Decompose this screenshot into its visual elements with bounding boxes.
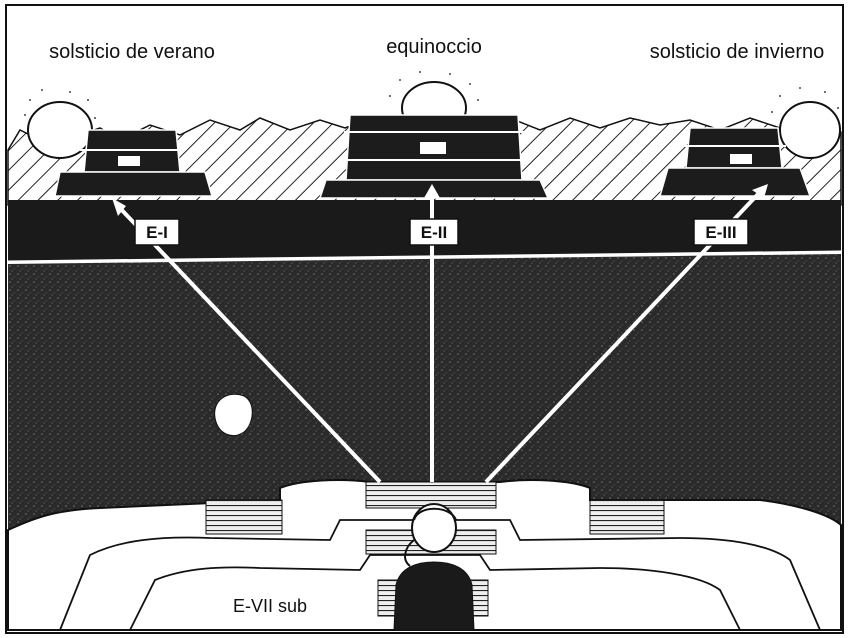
- equinox-label: equinoccio: [386, 36, 482, 58]
- winter-solstice-label: solsticio de invierno: [650, 41, 825, 63]
- label-e3: E-III: [705, 223, 736, 242]
- sun-icon: [779, 101, 841, 159]
- label-box-e2: E-II: [409, 218, 459, 246]
- pyramid-e1: [54, 129, 213, 197]
- sun-haze: [24, 71, 839, 119]
- rock: [214, 393, 253, 436]
- pyramid-e2: [318, 114, 550, 199]
- summer-solstice-label: solsticio de verano: [49, 41, 215, 63]
- label-box-e3: E-III: [693, 218, 749, 246]
- observer-figure: [393, 503, 475, 631]
- stairs-icon: [365, 481, 497, 509]
- label-e1: E-I: [146, 223, 168, 242]
- platform-label: E-VII sub: [233, 596, 307, 616]
- stairs-icon: [589, 499, 665, 535]
- label-e2: E-II: [421, 223, 447, 242]
- pyramid-e3: [659, 127, 812, 197]
- label-box-e1: E-I: [134, 218, 180, 246]
- stairs-icon: [205, 499, 283, 535]
- sightline-e1: [112, 198, 382, 484]
